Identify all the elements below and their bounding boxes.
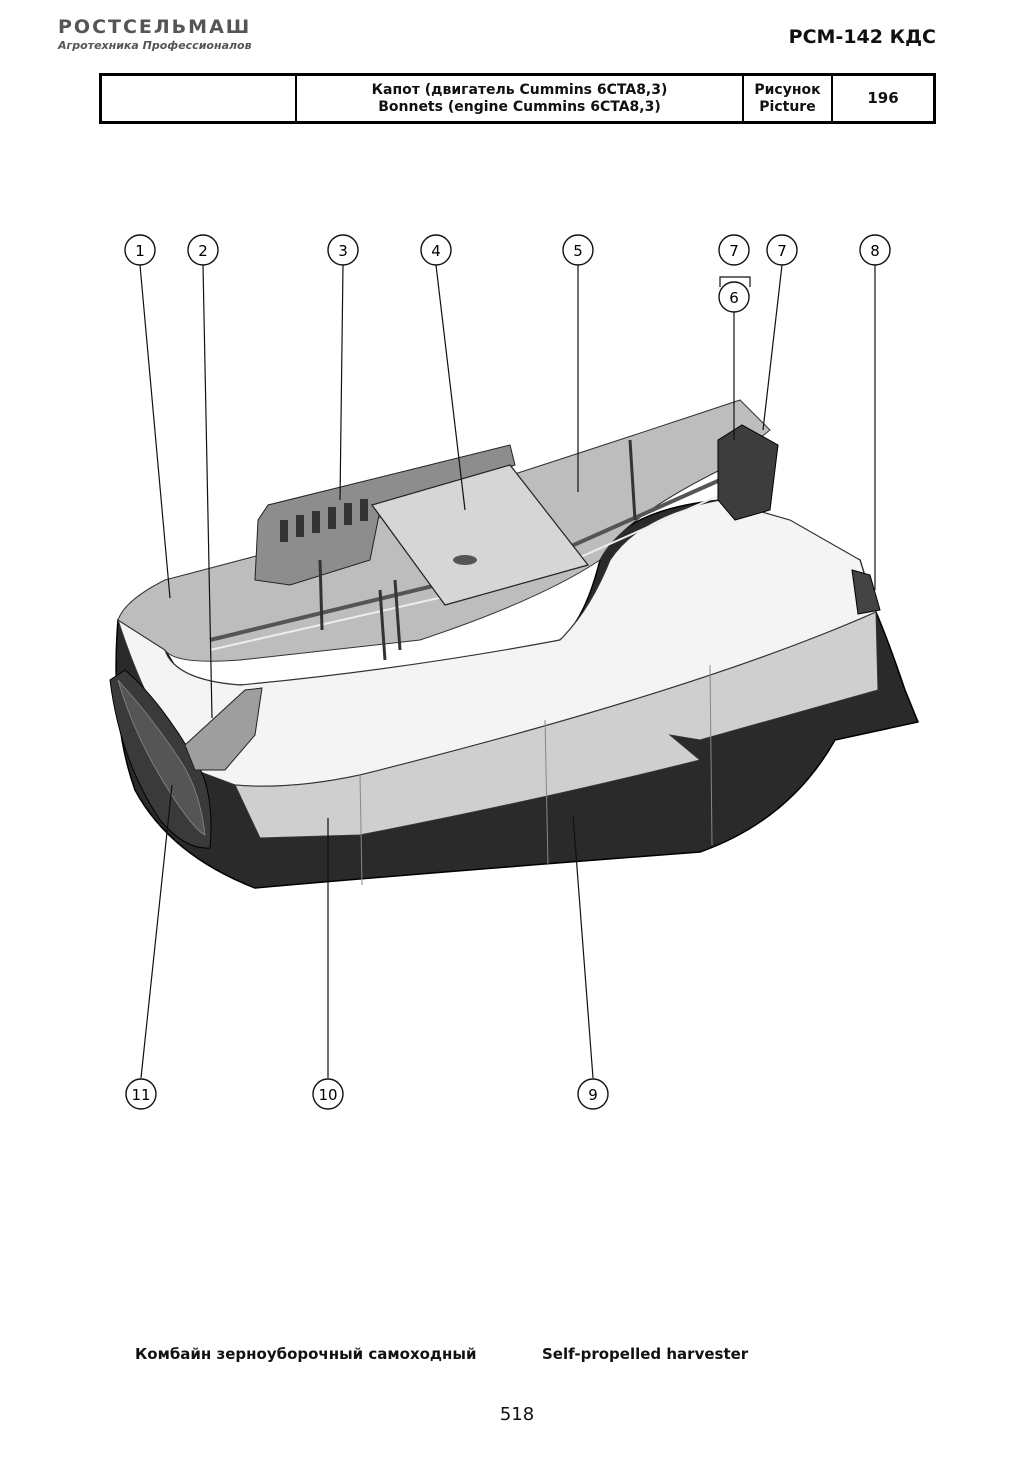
callout-number: 6 xyxy=(729,289,739,307)
callout-number: 9 xyxy=(588,1086,598,1104)
picture-number: 196 xyxy=(867,89,899,107)
top-plate xyxy=(371,464,590,606)
footer-description-ru: Комбайн зерноуборочный самоходный xyxy=(135,1345,477,1363)
callout-9: 9 xyxy=(577,1078,609,1110)
picture-label-en: Picture xyxy=(759,98,816,115)
callout-3: 3 xyxy=(327,234,359,266)
grille-insert xyxy=(117,679,206,836)
picture-label-ru: Рисунок xyxy=(754,81,821,98)
seam-lines xyxy=(359,664,713,886)
logo-text: РОСТСЕЛЬМАШ xyxy=(58,16,252,38)
side-plate-right xyxy=(851,569,881,615)
callout-number: 10 xyxy=(318,1086,337,1104)
callout-number: 3 xyxy=(338,242,348,260)
plate-hole xyxy=(453,555,477,565)
box-part xyxy=(717,424,779,521)
grill-slots xyxy=(280,499,368,542)
callout-number: 4 xyxy=(431,242,441,260)
bonnet-side-band xyxy=(234,611,879,839)
struts xyxy=(318,439,637,661)
callout-10: 10 xyxy=(312,1078,344,1110)
title-ru: Капот (двигатель Cummins 6CTA8,3) xyxy=(371,81,668,98)
callout-1: 1 xyxy=(124,234,156,266)
callout-8: 8 xyxy=(859,234,891,266)
callout-6: 6 xyxy=(718,281,750,313)
callout-number: 11 xyxy=(131,1086,150,1104)
callout-7b: 7 xyxy=(766,234,798,266)
callout-7a: 7 xyxy=(718,234,750,266)
callout-number: 1 xyxy=(135,242,145,260)
title-en: Bonnets (engine Cummins 6CTA8,3) xyxy=(378,98,661,115)
callout-number: 2 xyxy=(198,242,208,260)
callout-number: 8 xyxy=(870,242,880,260)
company-logo: РОСТСЕЛЬМАШ Агротехника Профессионалов xyxy=(58,17,252,52)
callout-number: 7 xyxy=(729,242,739,260)
callout-number: 7 xyxy=(777,242,787,260)
callout-5: 5 xyxy=(562,234,594,266)
callout-2: 2 xyxy=(187,234,219,266)
callout-4: 4 xyxy=(420,234,452,266)
empty-cell xyxy=(102,76,297,121)
title-block: Капот (двигатель Cummins 6CTA8,3) Bonnet… xyxy=(99,73,936,124)
callout-11: 11 xyxy=(125,1078,157,1110)
footer-description-en: Self-propelled harvester xyxy=(542,1345,749,1363)
leader-lines xyxy=(139,264,876,1079)
callout-number: 5 xyxy=(573,242,583,260)
front-bracket xyxy=(184,687,263,771)
page-number: 518 xyxy=(499,1404,535,1425)
bonnet-assembly-drawing: 1 2 3 4 5 7 6 7 8 11 10 9 xyxy=(109,234,920,1110)
model-name: РСМ-142 КДС xyxy=(788,26,936,48)
logo-subtitle: Агротехника Профессионалов xyxy=(58,39,252,52)
picture-label-cell: Рисунок Picture xyxy=(744,76,833,121)
title-cell: Капот (двигатель Cummins 6CTA8,3) Bonnet… xyxy=(297,76,744,121)
